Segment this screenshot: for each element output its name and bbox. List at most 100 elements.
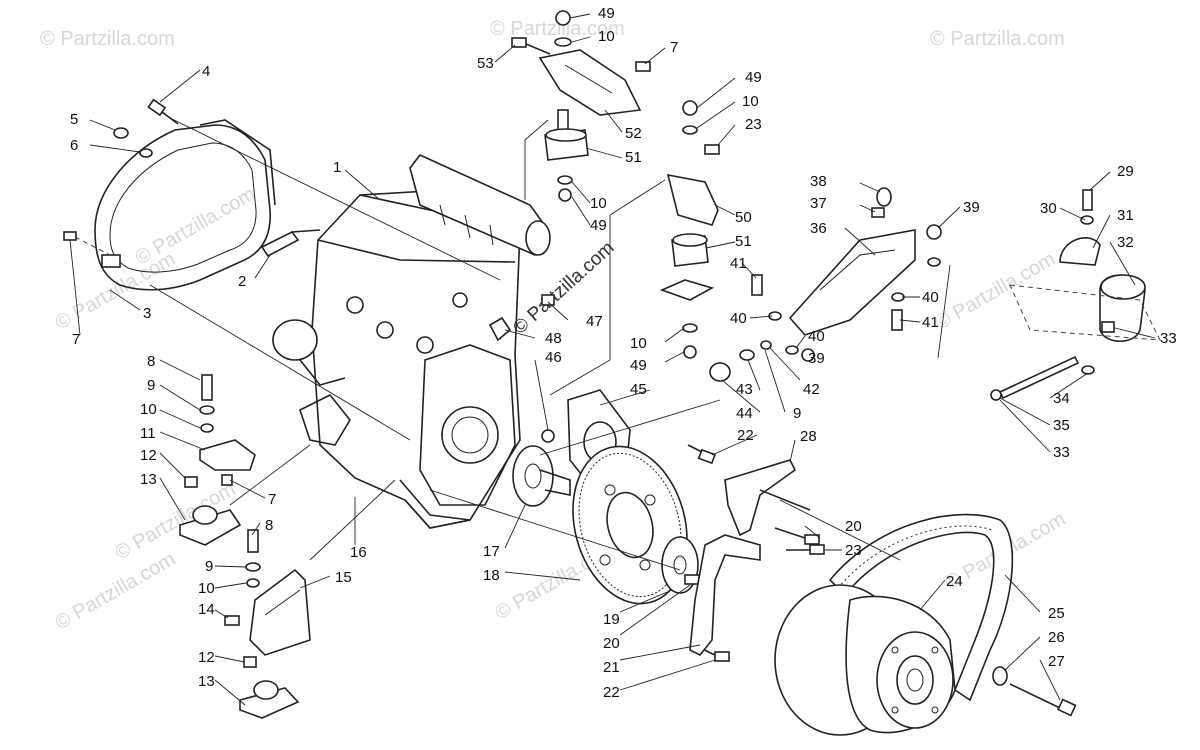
callout-29: 29 <box>1117 163 1134 180</box>
callout-13: 13 <box>140 471 157 488</box>
callout-22: 22 <box>603 684 620 701</box>
callout-18: 18 <box>483 567 500 584</box>
callout-3: 3 <box>143 305 151 322</box>
callout-2: 2 <box>238 273 246 290</box>
callout-33: 33 <box>1053 444 1070 461</box>
belt-guard <box>74 119 276 291</box>
callout-48: 48 <box>545 330 562 347</box>
callout-43: 43 <box>736 381 753 398</box>
callout-17: 17 <box>483 543 500 560</box>
callout-39: 39 <box>808 350 825 367</box>
drive-belt <box>828 513 1014 702</box>
callout-40: 40 <box>808 328 825 345</box>
callout-36: 36 <box>810 220 827 237</box>
callout-23: 23 <box>845 542 862 559</box>
ring-gear <box>572 445 688 605</box>
drive-clutch <box>774 584 956 736</box>
cover-fasteners <box>63 98 179 241</box>
callout-10: 10 <box>198 580 215 597</box>
callout-7: 7 <box>72 331 80 348</box>
callout-11: 11 <box>140 425 156 442</box>
callout-49: 49 <box>745 69 762 86</box>
torque-bracket <box>709 187 942 382</box>
callout-7: 7 <box>670 39 678 56</box>
support-bracket <box>689 534 761 657</box>
callout-1: 1 <box>333 159 341 176</box>
callout-27: 27 <box>1048 653 1065 670</box>
callout-10: 10 <box>590 195 607 212</box>
callout-10: 10 <box>630 335 647 352</box>
callout-49: 49 <box>598 5 615 22</box>
drive-hub <box>512 445 571 507</box>
clutch-bolt <box>992 666 1077 717</box>
callout-14: 14 <box>198 601 215 618</box>
watermark: © Partzilla.com <box>132 183 260 269</box>
callout-21: 21 <box>603 659 620 676</box>
bolts-right <box>687 444 825 662</box>
callout-45: 45 <box>630 381 647 398</box>
callout-20: 20 <box>603 635 620 652</box>
callout-10: 10 <box>140 401 157 418</box>
watermark: © Partzilla.com <box>40 28 175 50</box>
callout-38: 38 <box>810 173 827 190</box>
callouts: 1 2 3 4 5 6 7 7 7 8 8 9 9 9 10 10 10 10 … <box>70 5 1177 701</box>
callout-40: 40 <box>922 289 939 306</box>
callout-13: 13 <box>198 673 215 690</box>
watermark: © Partzilla.com <box>490 18 625 40</box>
engine-mount-top <box>511 10 651 202</box>
alignment-lines <box>149 117 901 571</box>
callout-9: 9 <box>205 558 213 575</box>
callout-46: 46 <box>545 349 562 366</box>
callout-20: 20 <box>845 518 862 535</box>
callout-15: 15 <box>335 569 352 586</box>
callout-16: 16 <box>350 544 367 561</box>
parts-layer <box>63 10 1161 736</box>
callout-9: 9 <box>793 405 801 422</box>
callout-5: 5 <box>70 111 78 128</box>
callout-12: 12 <box>140 447 157 464</box>
callout-32: 32 <box>1117 234 1134 251</box>
callout-24: 24 <box>946 573 963 590</box>
leader-lines <box>69 13 1156 706</box>
callout-28: 28 <box>800 428 817 445</box>
watermark: © Partzilla.com <box>52 548 180 634</box>
callout-52: 52 <box>625 125 642 142</box>
callout-50: 50 <box>735 209 752 226</box>
callout-7: 7 <box>268 491 276 508</box>
clutch-bracket <box>724 459 811 537</box>
callout-53: 53 <box>477 55 494 72</box>
misc-clips <box>488 294 555 443</box>
callout-31: 31 <box>1117 207 1134 224</box>
callout-51: 51 <box>625 149 642 166</box>
callout-35: 35 <box>1053 417 1070 434</box>
callout-41: 41 <box>922 314 939 331</box>
hub-plate <box>661 536 700 594</box>
callout-40: 40 <box>730 310 747 327</box>
callout-23: 23 <box>745 116 762 133</box>
callout-6: 6 <box>70 137 78 154</box>
callout-19: 19 <box>603 611 620 628</box>
callout-8: 8 <box>265 517 273 534</box>
callout-9: 9 <box>147 377 155 394</box>
engine-mount-rear <box>659 100 720 359</box>
callout-8: 8 <box>147 353 155 370</box>
callout-10: 10 <box>598 28 615 45</box>
callout-34: 34 <box>1053 390 1070 407</box>
watermark: © Partzilla.com <box>930 28 1065 50</box>
reservoir-group <box>990 189 1161 401</box>
callout-39: 39 <box>963 199 980 216</box>
callout-44: 44 <box>736 405 753 422</box>
callout-26: 26 <box>1048 629 1065 646</box>
callout-49: 49 <box>630 357 647 374</box>
callout-47: 47 <box>586 313 603 330</box>
engine-mount-lower <box>224 529 311 719</box>
callout-42: 42 <box>803 381 820 398</box>
callout-12: 12 <box>198 649 215 666</box>
callout-22: 22 <box>737 427 754 444</box>
callout-4: 4 <box>202 63 210 80</box>
callout-33: 33 <box>1160 330 1177 347</box>
watermark: © Partzilla.com <box>932 248 1060 334</box>
callout-51: 51 <box>735 233 752 250</box>
callout-30: 30 <box>1040 200 1057 217</box>
